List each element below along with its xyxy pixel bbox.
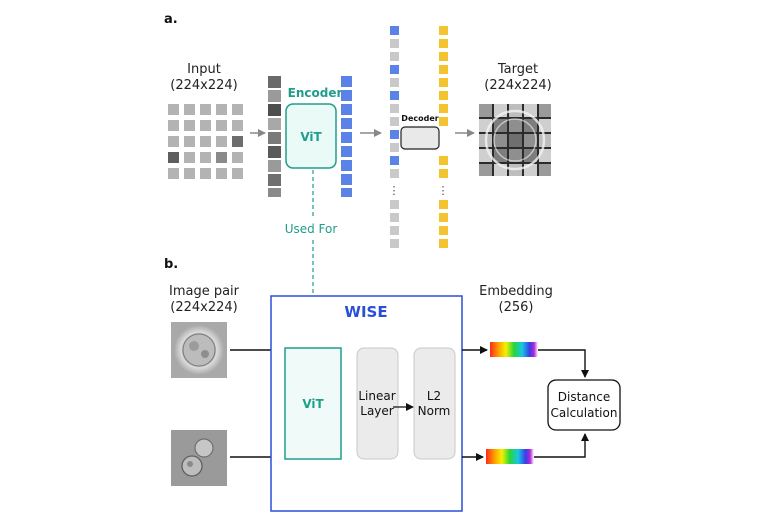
panel-b-label: b. [164, 257, 179, 272]
image-pair-size: (224x224) [170, 300, 238, 315]
linear-layer-line1: Linear [358, 389, 395, 403]
image-pair-title: Image pair [168, 284, 240, 299]
l2-norm-block [413, 347, 456, 460]
image-pair-bottom [171, 430, 227, 486]
wise-vit-label: ViT [302, 397, 324, 411]
embedding-title: Embedding [479, 284, 553, 299]
embedding-bar-bottom [486, 449, 534, 464]
target-title: Target [497, 62, 539, 77]
l2-norm-line2: Norm [418, 404, 451, 418]
wise-title: WISE [344, 303, 387, 321]
decoder-block [400, 126, 440, 150]
distance-line2: Calculation [551, 406, 618, 420]
encoder-title: Encoder [287, 86, 343, 100]
input-title: Input [187, 62, 221, 77]
l2-norm-line1: L2 [427, 389, 441, 403]
arrow-embedding2-to-distance [534, 433, 589, 458]
encoder-patch-column [268, 76, 281, 197]
used-for-label: Used For [284, 222, 338, 236]
encoder-output-tokens [341, 76, 352, 197]
input-size: (224x224) [170, 78, 238, 93]
linear-layer-line2: Layer [360, 404, 394, 418]
decoder-input-tokens [390, 26, 399, 248]
embedding-bar-top [490, 342, 538, 357]
decoder-output-ellipsis: ⋮ [438, 184, 449, 197]
distance-calculation-box [547, 379, 621, 431]
linear-layer-block [356, 347, 399, 460]
arrow-embedding1-to-distance [538, 349, 589, 378]
target-patch-grid [479, 104, 551, 176]
wise-vit-block [284, 347, 342, 460]
decoder-input-ellipsis: ⋮ [389, 184, 400, 197]
decoder-title: Decoder [401, 114, 438, 123]
target-size: (224x224) [484, 78, 552, 93]
image-pair-top [171, 322, 227, 378]
embedding-size: (256) [498, 300, 534, 315]
panel-a-label: a. [164, 12, 178, 27]
input-patch-grid [168, 104, 243, 179]
distance-line1: Distance [558, 390, 610, 404]
decoder-output-tokens [439, 26, 448, 248]
encoder-vit-label: ViT [300, 130, 322, 144]
encoder-vit-block [285, 103, 337, 169]
